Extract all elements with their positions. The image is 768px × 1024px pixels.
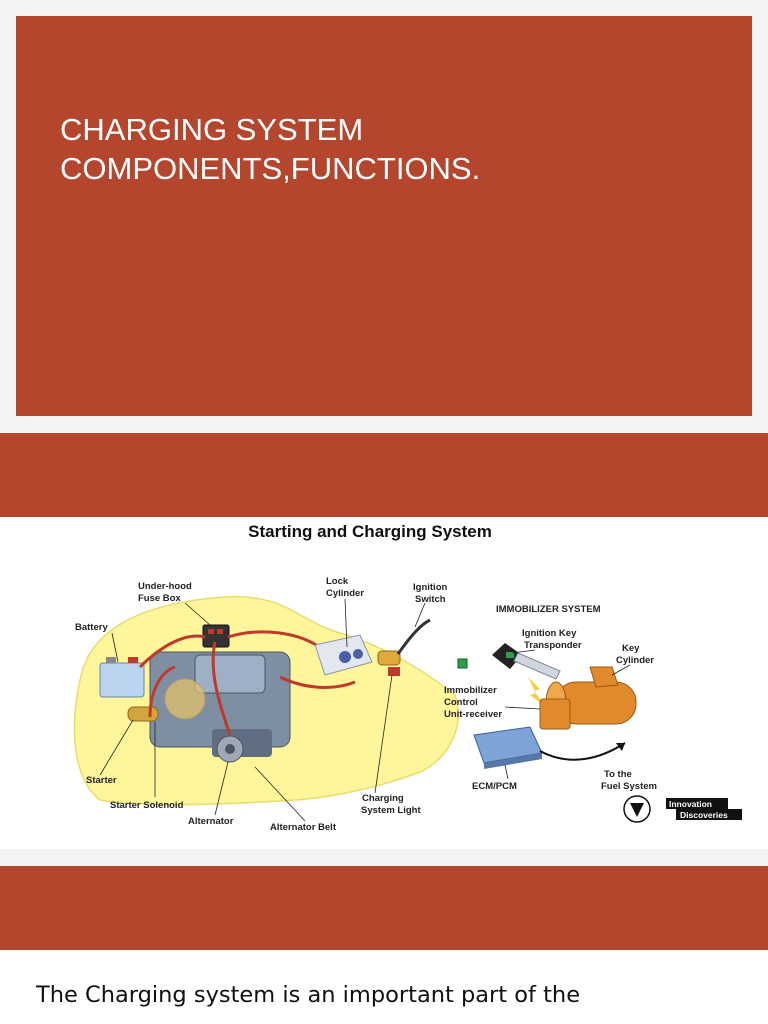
label-key: Key xyxy=(622,643,640,654)
label-ignition-key: Ignition Key xyxy=(522,628,577,639)
charging-light-icon xyxy=(388,667,400,676)
title-slide: CHARGING SYSTEM COMPONENTS,FUNCTIONS. xyxy=(16,16,752,416)
label-immobilizer: Immobilizer xyxy=(444,685,497,696)
slide-header-band xyxy=(0,433,768,517)
label-fuse-box: Fuse Box xyxy=(138,593,181,604)
starter-icon xyxy=(127,706,159,722)
body-text: The Charging system is an important part… xyxy=(36,982,581,1008)
label-charging: Charging xyxy=(362,793,404,804)
label-control: Control xyxy=(444,697,478,708)
innovation-discoveries-logo: Innovation Discoveries xyxy=(623,795,742,823)
slide-title-line-2: COMPONENTS,FUNCTIONS. xyxy=(60,151,481,186)
ignition-switch-icon xyxy=(377,618,431,666)
label-cylinder: Cylinder xyxy=(326,588,364,599)
label-under-hood: Under-hood xyxy=(138,581,192,592)
lock-cylinder-icon xyxy=(314,634,373,676)
signal-bolt-icon xyxy=(528,677,546,707)
logo-text-discoveries: Discoveries xyxy=(680,810,728,820)
slide-title: CHARGING SYSTEM COMPONENTS,FUNCTIONS. xyxy=(60,110,700,188)
logo-text-innovation: Innovation xyxy=(669,799,712,809)
key-cylinder-icon xyxy=(539,666,637,730)
text-slide-preview: The Charging system is an important part… xyxy=(0,950,768,1024)
label-key-cylinder: Cylinder xyxy=(616,655,654,666)
label-alternator: Alternator xyxy=(188,816,234,827)
label-system-light: System Light xyxy=(361,805,421,816)
ignition-key-icon xyxy=(492,643,561,680)
label-starter-solenoid: Starter Solenoid xyxy=(110,800,184,811)
diagram-title: Starting and Charging System xyxy=(248,522,492,541)
label-switch: Switch xyxy=(415,594,446,605)
label-starter: Starter xyxy=(86,775,117,786)
label-immobilizer-system: IMMOBILIZER SYSTEM xyxy=(496,604,601,615)
transponder-chip-icon xyxy=(457,658,468,669)
label-battery: Battery xyxy=(75,622,108,633)
alternator-icon xyxy=(216,735,244,763)
label-to-the: To the xyxy=(604,769,632,780)
arrow-head xyxy=(616,743,625,751)
battery-icon xyxy=(99,657,145,698)
label-unit-receiver: Unit-receiver xyxy=(444,709,502,720)
slide-footer-band xyxy=(0,866,768,950)
charging-system-diagram: Starting and Charging System xyxy=(0,517,768,849)
label-alternator-belt: Alternator Belt xyxy=(270,822,337,833)
ecm-pcm-icon xyxy=(473,726,543,769)
label-fuel-system: Fuel System xyxy=(601,781,657,792)
label-ignition: Ignition xyxy=(413,582,447,593)
label-lock: Lock xyxy=(326,576,349,587)
immobilizer-leader-lines xyxy=(504,649,631,780)
arrow-to-fuel-system xyxy=(539,742,626,761)
label-ecm-pcm: ECM/PCM xyxy=(472,781,517,792)
slide-title-line-1: CHARGING SYSTEM xyxy=(60,112,364,147)
label-transponder: Transponder xyxy=(524,640,582,651)
wiring-harness xyxy=(138,630,356,736)
diagram-illustration: Starting and Charging System xyxy=(73,522,742,833)
leader-lines xyxy=(99,598,426,822)
